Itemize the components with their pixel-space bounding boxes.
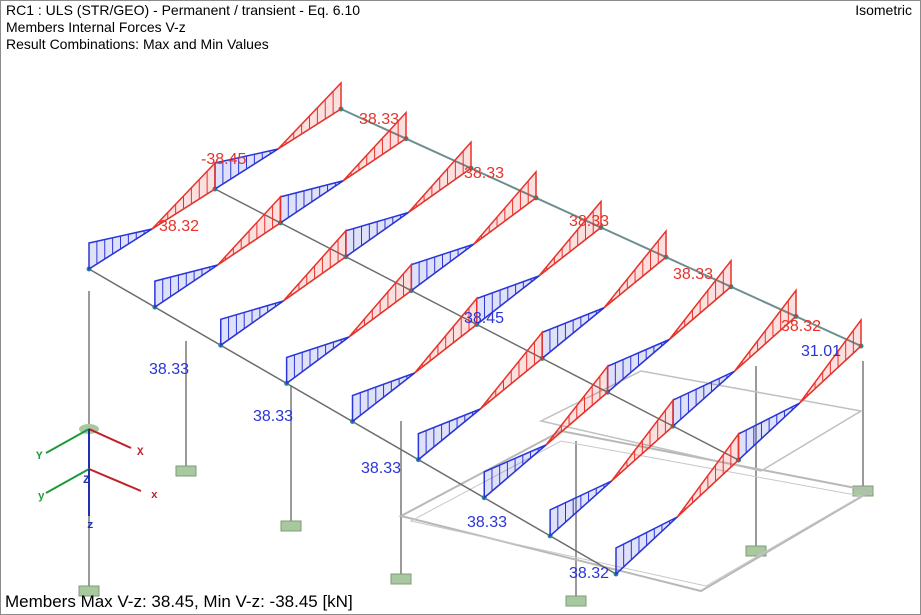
x-axis-line <box>88 468 142 492</box>
value-label-min: 38.33 <box>253 408 293 425</box>
view-mode-label: Isometric <box>855 2 912 18</box>
support-footing <box>565 595 587 607</box>
axis-label: z <box>87 520 94 532</box>
support-footing <box>175 465 197 477</box>
axis-label: X <box>137 447 144 459</box>
x-axis-line <box>88 428 132 449</box>
axis-label: y <box>38 491 45 503</box>
value-label-max: 38.33 <box>569 213 609 230</box>
value-label-min: 38.33 <box>467 514 507 531</box>
value-label-max: 38.32 <box>781 318 821 335</box>
value-label-min: 38.33 <box>149 361 189 378</box>
result-type-label: Members Internal Forces V-z <box>6 19 186 35</box>
y-axis-line <box>45 468 90 494</box>
axis-label: Y <box>36 451 43 463</box>
load-combination-title: RC1 : ULS (STR/GEO) - Permanent / transi… <box>6 2 361 18</box>
value-label-min: 31.01 <box>801 343 841 360</box>
value-label-min: 38.32 <box>569 565 609 582</box>
support-footing <box>390 573 412 585</box>
value-label-max: 38.33 <box>673 266 713 283</box>
value-labels: 38.33 -38.45 38.33 38.33 38.33 38.32 38.32 38.3… <box>149 111 841 582</box>
axis-label: x <box>151 490 158 502</box>
shear-force-diagrams <box>88 81 862 576</box>
result-summary: Members Max V-z: 38.45, Min V-z: -38.45 … <box>5 592 353 611</box>
support-footing <box>78 585 100 597</box>
platform-frame <box>409 440 863 587</box>
result-combinations-label: Result Combinations: Max and Min Values <box>6 36 269 52</box>
value-label-max: 38.33 <box>464 165 504 182</box>
value-label-min: 38.45 <box>464 310 504 327</box>
coordinate-axes: X Y Zx y z <box>36 424 158 532</box>
value-label-max: 38.33 <box>359 111 399 128</box>
axis-label: Z <box>83 475 90 487</box>
value-label-min: 38.33 <box>361 460 401 477</box>
value-label-max: -38.45 <box>201 151 246 168</box>
support-footing <box>280 520 302 532</box>
value-label-max: 38.32 <box>159 218 199 235</box>
y-axis-line <box>45 428 90 454</box>
